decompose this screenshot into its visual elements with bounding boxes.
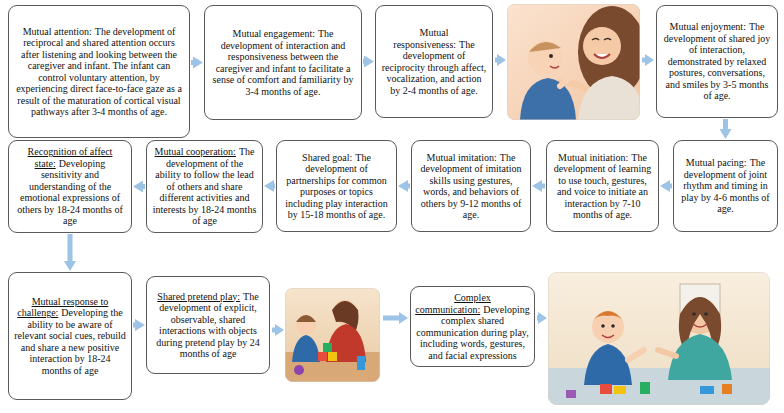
- process-box: Mutual response to challenge:Developing …: [8, 272, 132, 400]
- process-box: Mutual attention:The development of reci…: [8, 5, 190, 138]
- box-heading: Complex communication:: [415, 292, 491, 315]
- box-text: Complex communication:Developing complex…: [415, 292, 530, 361]
- box-text: Mutual response to challenge:Developing …: [14, 296, 126, 377]
- flow-arrow: [143, 184, 145, 189]
- picture-arrow: [272, 324, 284, 336]
- box-text: Mutual initiation:The development of lea…: [552, 152, 653, 221]
- process-box: Mutual pacing:The development of joint r…: [673, 140, 778, 232]
- flow-arrow: [363, 59, 364, 64]
- box-text: Mutual attention:The development of reci…: [14, 26, 184, 118]
- process-box: Mutual initiation:The development of lea…: [546, 140, 659, 232]
- process-box: Mutual responsiveness:The development of…: [375, 5, 493, 118]
- picture-arrow: [495, 54, 506, 66]
- picture-arrow: [383, 312, 408, 324]
- process-box: Shared pretend play:The development of e…: [146, 276, 270, 374]
- flow-arrow: [670, 184, 672, 189]
- box-heading: Shared pretend play:: [157, 291, 240, 302]
- picture-arrow: [537, 312, 547, 324]
- box-heading: Mutual responsiveness:: [393, 27, 456, 50]
- flow-arrow: [274, 184, 275, 189]
- flow-arrow: [133, 323, 135, 328]
- process-box: Mutual cooperation:The development of th…: [146, 140, 263, 233]
- box-heading: Shared goal:: [302, 152, 352, 163]
- process-box: Mutual enjoyment:The development of shar…: [656, 5, 778, 118]
- box-heading: Mutual initiation:: [558, 152, 628, 163]
- box-heading: Mutual engagement:: [232, 28, 314, 39]
- box-body: The development of shared joy of interac…: [664, 21, 770, 101]
- flow-arrow: [408, 184, 410, 189]
- box-heading: Mutual cooperation:: [155, 146, 236, 157]
- box-body: The development of the ability to follow…: [153, 146, 257, 226]
- box-heading: Mutual pacing:: [686, 157, 747, 168]
- process-box: Recognition of affect state:Developing s…: [8, 140, 132, 233]
- box-heading: Mutual enjoyment:: [670, 21, 746, 32]
- flow-arrow: [68, 234, 73, 261]
- process-box: Mutual imitation:The development of imit…: [411, 140, 531, 232]
- box-text: Mutual engagement:The development of int…: [210, 28, 356, 97]
- box-text: Mutual responsiveness:The development of…: [381, 27, 487, 96]
- box-text: Mutual imitation:The development of imit…: [417, 152, 525, 221]
- box-text: Mutual pacing:The development of joint r…: [679, 157, 772, 215]
- caregiver-infant-picture: [507, 4, 640, 120]
- process-box: Mutual engagement:The development of int…: [204, 5, 362, 120]
- picture-arrow: [642, 54, 654, 66]
- box-body: Developing sensitivity and understanding…: [17, 158, 123, 227]
- communication-picture: [548, 272, 770, 405]
- box-text: Mutual cooperation:The development of th…: [152, 146, 257, 227]
- process-box: Complex communication:Developing complex…: [410, 286, 535, 367]
- flow-arrow: [542, 184, 545, 189]
- flow-arrow: [191, 60, 193, 65]
- box-text: Mutual enjoyment:The development of shar…: [662, 21, 772, 102]
- box-heading: Mutual attention:: [23, 26, 92, 37]
- box-text: Shared pretend play:The development of e…: [152, 291, 264, 360]
- box-heading: Mutual imitation:: [427, 152, 497, 163]
- flow-arrow: [723, 119, 728, 129]
- pretend-play-picture: [285, 288, 380, 382]
- box-text: Recognition of affect state:Developing s…: [14, 146, 126, 227]
- box-body: The development of reciprocal and shared…: [16, 26, 182, 118]
- box-text: Shared goal:The development of partnersh…: [282, 152, 391, 221]
- process-box: Shared goal:The development of partnersh…: [276, 140, 397, 232]
